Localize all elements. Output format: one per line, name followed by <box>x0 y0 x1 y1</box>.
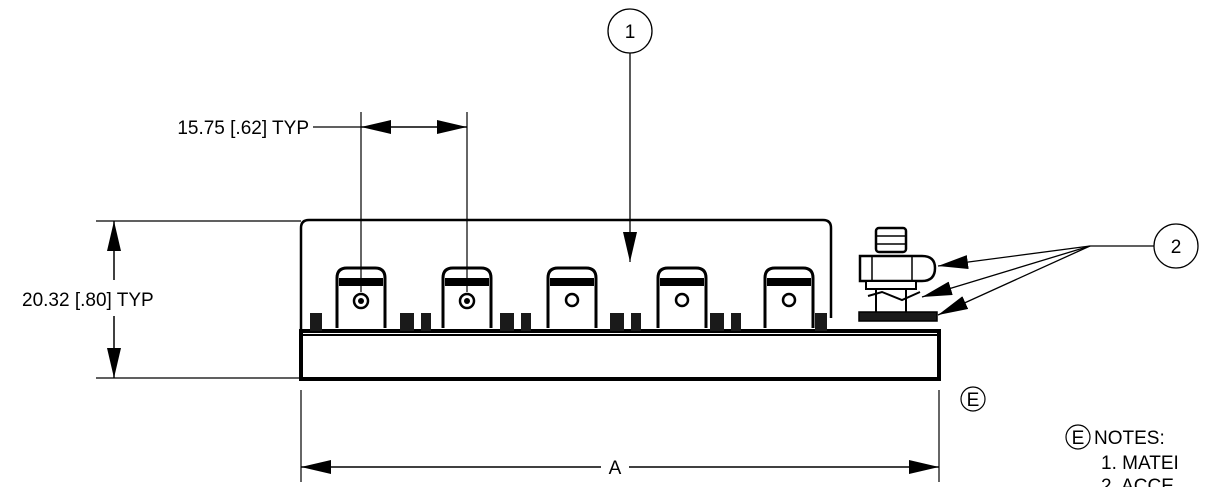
note-2: 2. ACCE <box>1101 476 1174 487</box>
balloon-1-label: 1 <box>625 22 636 43</box>
block-base <box>299 329 941 381</box>
dimension-height: 20.32 [.80] TYP <box>22 220 301 379</box>
terminal-block <box>299 218 941 381</box>
terminal-5 <box>763 266 815 328</box>
balloon-2: 2 <box>921 223 1199 316</box>
balloon-1: 1 <box>607 8 653 262</box>
ground-stud <box>858 226 938 322</box>
pitch-dimension-label: 15.75 [.62] TYP <box>177 118 309 139</box>
block-cover-outline <box>299 218 833 330</box>
note-1: 1. MATEI <box>1101 453 1179 474</box>
dimension-length: A <box>300 390 940 482</box>
notes-revision-marker: E <box>1072 428 1085 449</box>
revision-marker: E <box>960 386 986 412</box>
base-tabs <box>310 313 827 331</box>
notes-block: E NOTES: 1. MATEI 2. ACCE <box>1065 424 1179 487</box>
length-dimension-label: A <box>609 458 622 479</box>
revision-marker-label: E <box>967 390 980 411</box>
dimension-pitch: 15.75 [.62] TYP <box>177 112 468 292</box>
terminal-4 <box>656 266 708 328</box>
notes-header: NOTES: <box>1094 428 1165 449</box>
balloon-2-label: 2 <box>1171 237 1182 258</box>
terminal-3 <box>546 266 598 328</box>
height-dimension-label: 20.32 [.80] TYP <box>22 290 154 311</box>
